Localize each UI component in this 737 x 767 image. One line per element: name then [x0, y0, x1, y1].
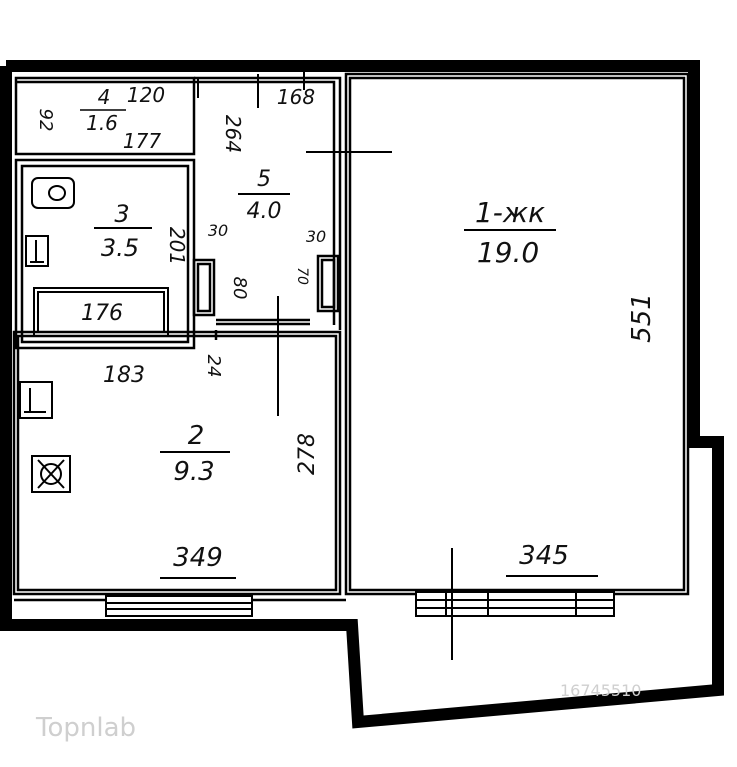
bathtub-icon: [33, 287, 169, 337]
dim-349: 349: [173, 543, 223, 573]
dim-120: 120: [127, 83, 165, 107]
room-labels: 1-жк 19.0 2 9.3 3 3.5 4 1.6 5 4.0: [80, 85, 556, 487]
room-area-5: 4.0: [247, 199, 282, 224]
door-marks: [197, 66, 453, 660]
dim-30-right: 30: [306, 227, 326, 246]
dim-168: 168: [277, 85, 315, 109]
dim-176: 176: [81, 301, 123, 326]
dim-201: 201: [165, 227, 189, 265]
kitchen-sink-icon: [19, 381, 53, 419]
dim-278: 278: [295, 433, 320, 475]
dim-264: 264: [221, 115, 245, 153]
dim-80: 80: [229, 277, 250, 300]
watermark: Topnlab 16745510: [35, 681, 641, 743]
dimension-labels: 92 120 177 264 168 201 176 30 30 80 70 1…: [35, 83, 657, 579]
dim-177: 177: [123, 129, 161, 153]
dim-345: 345: [519, 541, 569, 571]
sink-icon: [25, 235, 49, 267]
watermark-id: 16745510: [560, 681, 641, 700]
toilet-icon: [31, 177, 75, 209]
windows: [105, 591, 615, 617]
room-area-1: 19.0: [477, 236, 539, 269]
dim-24: 24: [203, 355, 224, 378]
room-number-4: 4: [98, 85, 111, 109]
room-number-2: 2: [188, 421, 205, 451]
dim-70: 70: [294, 267, 310, 285]
kitchen-window: [105, 595, 253, 617]
room-window: [415, 591, 615, 617]
room-number-5: 5: [257, 167, 271, 192]
dim-551: 551: [627, 293, 657, 343]
outer-walls: [0, 60, 724, 729]
room-number-1: 1-жк: [475, 196, 545, 229]
dim-92: 92: [35, 109, 56, 132]
room-area-4: 1.6: [86, 111, 118, 135]
room-number-3: 3: [114, 200, 129, 228]
room-area-2: 9.3: [173, 457, 214, 487]
watermark-brand: Topnlab: [35, 713, 136, 743]
stove-icon: [31, 455, 71, 493]
room-area-3: 3.5: [101, 234, 139, 262]
dim-30-left: 30: [208, 221, 228, 240]
dim-183: 183: [103, 363, 145, 388]
